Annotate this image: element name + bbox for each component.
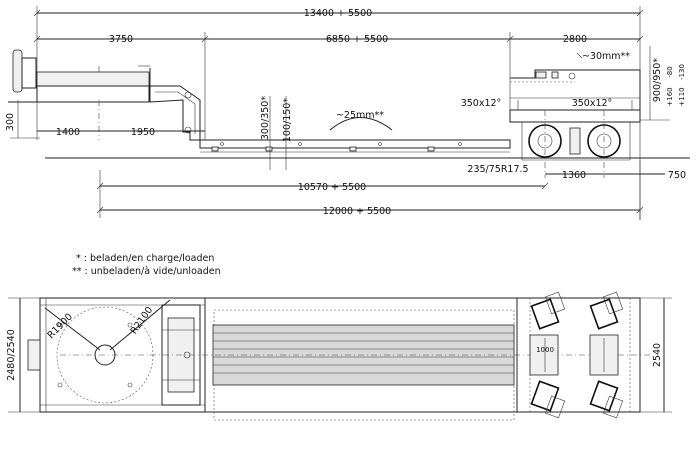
low-bed-deck bbox=[45, 139, 511, 159]
legend-unloaded: ** : unbeladen/à vide/unloaden bbox=[72, 266, 221, 277]
rear-platform bbox=[516, 297, 641, 413]
dim-well-clearance: 100/150* bbox=[282, 98, 293, 142]
top-view: 2480/2540 R1900 R2100 bbox=[6, 291, 672, 421]
dim-well-height: 300/350* bbox=[260, 96, 271, 140]
legend-loaded: * : beladen/en charge/loaden bbox=[76, 253, 214, 264]
dim-kingpin-offset: 1400 bbox=[56, 127, 80, 138]
dim-height-adjust-1: -80 bbox=[666, 66, 674, 77]
dim-overall-length: 12000 + 5500 bbox=[323, 206, 391, 217]
dim-gooseneck: 1950 bbox=[131, 127, 155, 138]
dim-rear-right-height: 350x12° bbox=[572, 98, 613, 109]
top-dimension-lines bbox=[33, 6, 644, 220]
legend: * : beladen/en charge/loaden ** : unbela… bbox=[72, 253, 221, 277]
spare-wheel bbox=[12, 49, 23, 93]
dim-rear-overhang: 750 bbox=[668, 170, 686, 181]
bogie-wheels bbox=[530, 291, 624, 419]
dim-rear-left-height: 350x12° bbox=[461, 98, 502, 109]
dim-front-section: 3750 bbox=[109, 34, 133, 45]
dim-axle-spacing: 1360 bbox=[562, 170, 586, 181]
dim-front-height: 300 bbox=[5, 113, 16, 131]
dim-radius-swing: R2100 bbox=[129, 305, 156, 337]
dim-rear-deflection: ~30mm** bbox=[582, 51, 630, 62]
rear-bogie bbox=[509, 69, 641, 178]
dim-total-length: 13400 + 5500 bbox=[304, 8, 372, 19]
dim-rear-section: 2800 bbox=[563, 34, 587, 45]
dim-well-section: 6850 + 5500 bbox=[326, 34, 388, 45]
dim-radius-front: R1900 bbox=[45, 311, 75, 341]
dim-well-length: 10570 + 5500 bbox=[298, 182, 366, 193]
dim-rear-platform-height: 900/950* bbox=[652, 58, 663, 102]
tyre-size: 235/75R17.5 bbox=[467, 164, 528, 175]
gooseneck bbox=[8, 49, 201, 141]
deflection-arc bbox=[329, 117, 393, 131]
dim-height-adjust-4: +110 bbox=[678, 87, 686, 106]
dim-axle-track: 1000 bbox=[536, 346, 554, 354]
dim-deflection: ~25mm** bbox=[336, 110, 384, 121]
side-view: 13400 + 5500 3750 6850 + 5500 2800 300 bbox=[5, 6, 690, 220]
dim-width-left: 2480/2540 bbox=[6, 329, 17, 381]
dim-height-adjust-2: +160 bbox=[666, 87, 674, 106]
spare-wheel-top bbox=[27, 339, 41, 371]
dim-height-adjust-3: -130 bbox=[678, 64, 686, 80]
dim-width-right: 2540 bbox=[652, 343, 663, 367]
